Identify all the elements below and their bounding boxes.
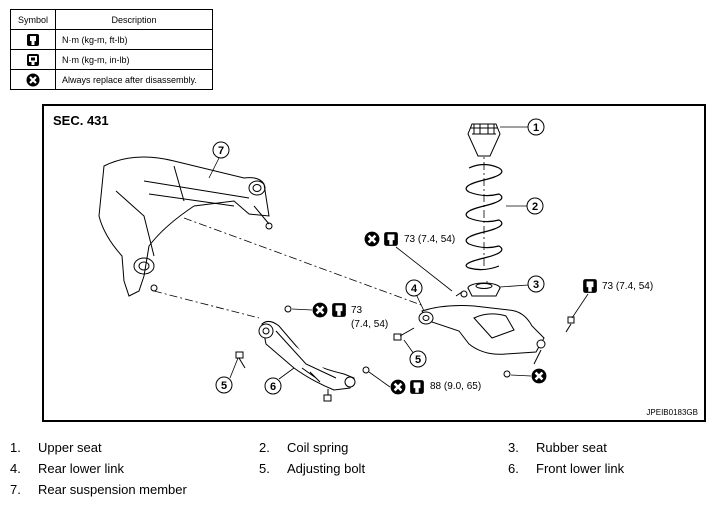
figure-code: JPEIB0183GB	[646, 408, 698, 417]
legend-description: Always replace after disassembly.	[55, 69, 213, 90]
callout-1-label: 1	[533, 122, 539, 134]
part-name: Upper seat	[38, 440, 102, 455]
torque-middle-line2: (7.4, 54)	[351, 319, 389, 330]
torque-middle-icons	[291, 302, 346, 318]
part-name: Rubber seat	[536, 440, 607, 455]
always-replace-icon	[26, 73, 40, 86]
callout-5-left: 5	[215, 357, 239, 394]
legend-description: N·m (kg-m, ft-lb)	[55, 29, 213, 50]
legend-row: Always replace after disassembly.	[10, 69, 213, 90]
torque-bottom-icons	[368, 371, 424, 395]
callout-7-label: 7	[218, 145, 224, 157]
legend-row: N·m (kg-m, ft-lb)	[10, 29, 213, 50]
callout-2: 2	[506, 197, 544, 215]
callout-2-label: 2	[532, 201, 538, 213]
rear-suspension-member-drawing	[98, 156, 273, 297]
upper-seat-drawing	[467, 123, 501, 157]
replace-right-icon-group	[510, 368, 547, 384]
callout-7: 7	[208, 141, 230, 179]
callout-6-label: 6	[270, 381, 276, 393]
always-replace-icon	[390, 379, 406, 395]
torque-wrench-nm-icon	[27, 33, 39, 46]
torque-right-icons	[571, 279, 597, 319]
front-lower-link-drawing	[258, 320, 356, 391]
always-replace-icon	[531, 368, 547, 384]
callout-6: 6	[264, 367, 295, 395]
part-number: 2.	[259, 440, 270, 455]
part-name: Rear suspension member	[38, 482, 187, 497]
legend-description: N·m (kg-m, in-lb)	[55, 49, 213, 70]
always-replace-icon	[312, 302, 328, 318]
torque-bottom-label: 88 (9.0, 65)	[430, 381, 482, 392]
callout-1: 1	[500, 118, 545, 136]
torque-wrench-icon	[410, 380, 424, 394]
bolts-drawing	[235, 305, 575, 402]
torque-wrench-icon	[583, 279, 597, 293]
torque-upper-left-label: 73 (7.4, 54)	[404, 234, 456, 245]
section-label: SEC. 431	[53, 113, 109, 128]
torque-right-label: 73 (7.4, 54)	[602, 281, 654, 292]
symbol-legend-table: Symbol Description N·m (kg-m, ft-lb) N·m…	[10, 9, 213, 90]
coil-spring-drawing	[465, 163, 503, 271]
callout-3-label: 3	[533, 279, 539, 291]
torque-upper-left-icons	[364, 231, 453, 292]
part-name: Adjusting bolt	[287, 461, 366, 476]
part-name: Front lower link	[536, 461, 625, 476]
legend-row: N·m (kg-m, in-lb)	[10, 49, 213, 70]
part-name: Rear lower link	[38, 461, 124, 476]
callout-5-right-label: 5	[415, 354, 421, 366]
callout-5-left-label: 5	[221, 380, 227, 392]
part-number: 4.	[10, 461, 21, 476]
callout-5-right: 5	[403, 339, 427, 368]
part-number: 1.	[10, 440, 21, 455]
rubber-seat-drawing	[467, 282, 501, 297]
torque-wrench-icon	[332, 303, 346, 317]
legend-header-description: Description	[55, 9, 213, 30]
callout-4-label: 4	[411, 283, 418, 295]
torque-wrench-icon	[384, 232, 398, 246]
always-replace-icon	[364, 231, 380, 247]
part-number: 7.	[10, 482, 21, 497]
suspension-diagram: 1 2 3 4 5	[98, 118, 597, 402]
legend-header-symbol: Symbol	[10, 9, 56, 30]
part-number: 3.	[508, 440, 519, 455]
part-number: 5.	[259, 461, 270, 476]
part-name: Coil spring	[287, 440, 349, 455]
legend-header-row: Symbol Description	[10, 9, 213, 30]
diagram-frame: SEC. 431	[42, 104, 706, 422]
callout-3: 3	[499, 275, 545, 293]
torque-middle-line1: 73	[351, 305, 363, 316]
torque-wrench-inlb-icon	[27, 53, 39, 66]
rear-lower-link-drawing	[418, 290, 546, 355]
part-number: 6.	[508, 461, 519, 476]
callout-4: 4	[405, 279, 425, 312]
